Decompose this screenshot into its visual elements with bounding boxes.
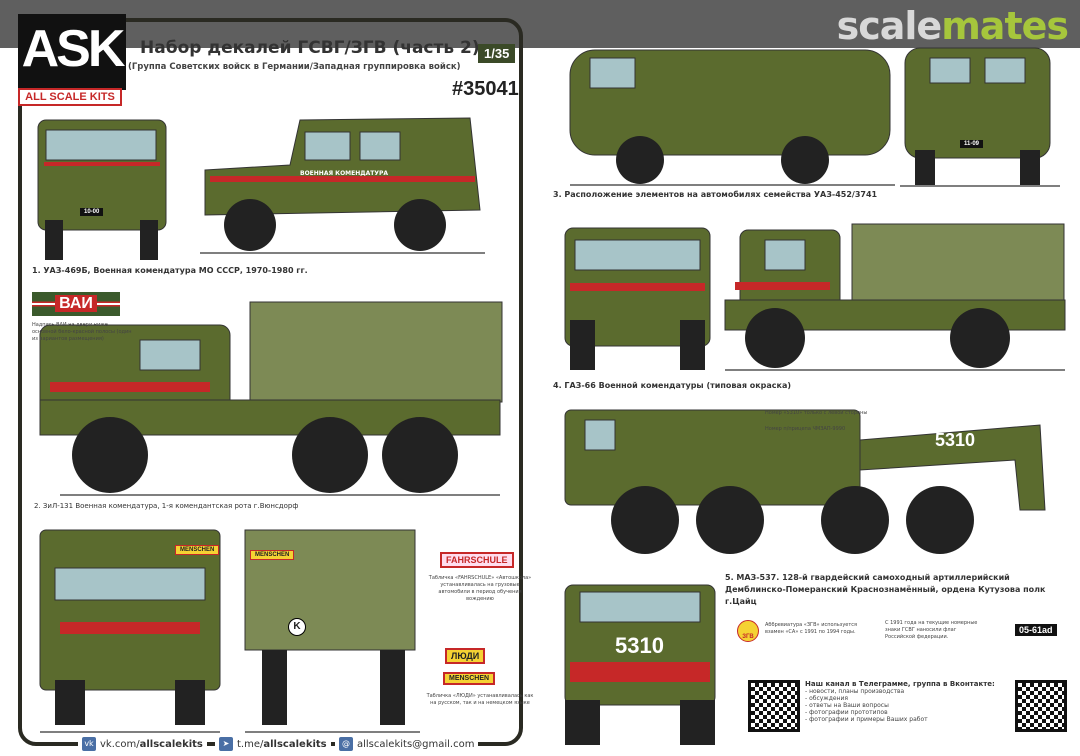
menschen-sign-rear: MENSCHEN xyxy=(250,550,295,560)
channel-item: - обсуждения xyxy=(805,695,848,702)
lyudi-sign: ЛЮДИ xyxy=(445,648,486,664)
channel-info: Наш канал в Телеграмме, группа в Вконтак… xyxy=(805,680,1005,723)
all-scale-kits-logo: ALL SCALE KITS xyxy=(18,88,122,106)
vai-note: Надпись ВАИ на двери ниже основной бело-… xyxy=(32,322,132,342)
menschen-sign-small: MENSCHEN xyxy=(175,545,220,555)
gaz66-canvas xyxy=(851,223,1065,310)
vk-icon: vk xyxy=(82,737,96,751)
caption-uaz469: 1. УАЗ-469Б, Военная комендатура МО СССР… xyxy=(32,266,308,275)
caption-maz537-line3: г.Цайц xyxy=(725,597,757,606)
caption-zil131: 2. ЗиЛ-131 Военная комендатура, 1-я коме… xyxy=(34,502,299,510)
k-badge: K xyxy=(288,618,306,636)
plates-note: С 1991 года на текущие номерные знаки ГС… xyxy=(885,620,978,640)
email-link[interactable]: @allscalekits@gmail.com xyxy=(335,737,479,751)
channel-title: Наш канал в Телеграмме, группа в Вконтак… xyxy=(805,680,995,688)
zil131-rear xyxy=(244,529,416,651)
watermark-banner xyxy=(0,0,1080,48)
menschen-sign: MENSCHEN xyxy=(443,672,496,685)
page-title: Набор декалей ГСВГ/ЗГВ (часть 2) xyxy=(140,38,480,58)
vai-decal: ВАИ xyxy=(32,292,120,316)
windows xyxy=(45,57,1026,623)
maz537-trailer-gooseneck xyxy=(859,424,1046,511)
channel-item: - фотографии прототипов xyxy=(805,709,888,716)
uaz452-side xyxy=(569,49,891,156)
number-note: Номер «5310» только с левой стороны xyxy=(765,410,868,416)
channel-item: - ответы на Ваши вопросы xyxy=(805,702,889,709)
telegram-qr-code[interactable] xyxy=(748,680,800,732)
vk-qr-code[interactable] xyxy=(1015,680,1067,732)
uaz469-side xyxy=(204,117,481,216)
page-subtitle: (Группа Советских войск в Германии/Запад… xyxy=(128,62,461,72)
number-5310-side: 5310 xyxy=(935,430,976,450)
caption-gaz66: 4. ГАЗ-66 Военной комендатуры (типовая о… xyxy=(553,381,792,390)
fahrschule-note: Табличка «FAHRSCHULE» «Автошкола» устана… xyxy=(428,575,532,602)
channel-item: - новости, планы производства xyxy=(805,688,905,695)
scale-badge: 1/35 xyxy=(478,44,516,63)
scalemates-watermark: scalemates xyxy=(836,4,1069,48)
ask-logo: ASK xyxy=(18,14,126,90)
wheels xyxy=(45,136,1040,745)
vai-label: ВАИ xyxy=(55,295,97,312)
zil131-canvas xyxy=(249,301,503,403)
telegram-link[interactable]: ➤t.me/allscalekits xyxy=(215,737,331,751)
uaz452-plate: 11-09 xyxy=(960,140,984,148)
red-stripes xyxy=(44,162,830,682)
email-icon: @ xyxy=(339,737,353,751)
komendatura-lettering: ВОЕННАЯ КОМЕНДАТУРА xyxy=(300,170,389,177)
trailer-note: Номер п/прицепа ЧМЗАП-9990 xyxy=(765,426,846,432)
product-code: #35041 xyxy=(452,78,519,100)
telegram-icon: ➤ xyxy=(219,737,233,751)
zgv-note: Аббревиатура «ЗГВ» используется взамен «… xyxy=(765,622,858,635)
caption-maz537-line1: 5. МАЗ-537. 128-й гвардейский самоходный… xyxy=(725,573,1010,582)
number-5310-front: 5310 xyxy=(615,633,664,658)
caption-uaz452: 3. Расположение элементов на автомобилях… xyxy=(553,190,878,199)
lyudi-note: Табличка «ЛЮДИ» устанавливалась как на р… xyxy=(426,693,534,706)
channel-item: - фотографии и примеры Ваших работ xyxy=(805,716,928,723)
zgv-badge: ЗГВ xyxy=(737,620,759,642)
fahrschule-sign: FAHRSCHULE xyxy=(440,552,514,568)
caption-maz537-line2: Демблинско-Померанский Краснознамённый, … xyxy=(725,585,1046,594)
uaz-plate: 10-00 xyxy=(80,208,104,216)
ground-lines xyxy=(40,184,1065,733)
caption-maz537: 5. МАЗ-537. 128-й гвардейский самоходный… xyxy=(725,572,1045,608)
plate-example: 05-61ad xyxy=(1015,624,1057,636)
